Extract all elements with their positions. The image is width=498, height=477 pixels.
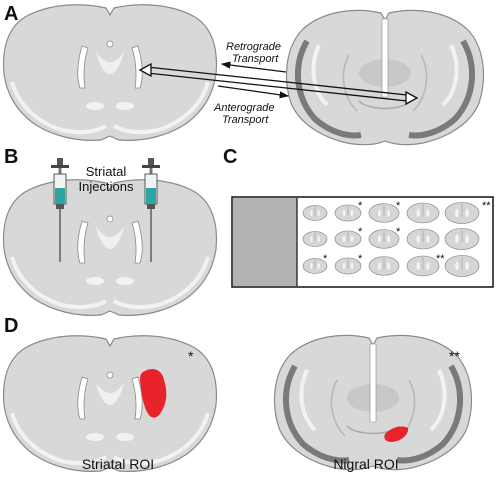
striatal-roi-section <box>1 333 219 474</box>
nigral-roi-section <box>275 335 472 469</box>
slide-label-area <box>233 198 297 286</box>
panel-c-slide: ********** <box>231 196 494 288</box>
panel-label-c: C <box>223 146 237 168</box>
nigra-marker-icon <box>405 90 419 106</box>
nigral-section-a <box>287 10 484 144</box>
slide-star-mark: * <box>358 226 363 238</box>
striatal-section-b <box>1 177 219 318</box>
slide-section <box>444 202 480 224</box>
retrograde-arrow <box>220 61 287 73</box>
slide-section <box>444 255 480 277</box>
striatal-roi-region <box>140 368 167 418</box>
panel-label-d: D <box>4 315 18 337</box>
projection-path <box>138 62 419 106</box>
slide-sections: ********** <box>302 200 491 277</box>
slide-star-mark: * <box>358 200 363 212</box>
slide-section <box>302 205 328 221</box>
slide-section <box>368 229 400 249</box>
slide-star-mark: * <box>396 200 401 212</box>
slide-section <box>406 228 440 250</box>
slide-star-mark: * <box>323 253 328 265</box>
slide-section <box>334 257 362 275</box>
slide-section <box>368 203 400 223</box>
slide-section <box>334 204 362 222</box>
slide-star-mark: * <box>396 226 401 238</box>
slide-star-mark: * <box>358 253 363 265</box>
slide-section <box>302 258 328 274</box>
injection-label-line1: Striatal <box>86 164 127 179</box>
slide-star-mark: ** <box>436 253 445 265</box>
nigral-star-mark: ** <box>449 348 460 364</box>
nigral-roi-region <box>384 426 409 442</box>
panel-label-a: A <box>4 3 18 25</box>
retrograde-label-line1: Retrograde <box>226 41 281 53</box>
striatal-section-a <box>1 2 219 143</box>
striatum-marker-icon <box>138 62 152 78</box>
slide-section <box>368 256 400 276</box>
slide-section <box>406 255 440 277</box>
panel-a: Retrograde Transport Anterograde Transpo… <box>1 2 484 145</box>
injection-label-line2: Injections <box>79 179 134 194</box>
slide-section <box>334 230 362 248</box>
slide-section <box>444 228 480 250</box>
panel-d: * Striatal ROI ** Nigral ROI <box>1 333 472 474</box>
anterograde-label-line1: Anterograde <box>213 102 275 114</box>
anterograde-label-line2: Transport <box>222 114 269 126</box>
panel-label-b: B <box>4 146 18 168</box>
slide-star-mark: ** <box>482 200 491 212</box>
slide-section <box>406 202 440 224</box>
slide-section <box>302 231 328 247</box>
striatal-roi-caption: Striatal ROI <box>82 456 154 472</box>
striatal-star-mark: * <box>188 348 194 364</box>
anterograde-arrow <box>217 85 290 99</box>
panel-b: Striatal Injections <box>1 157 219 318</box>
retrograde-label-line2: Transport <box>232 53 279 65</box>
nigral-roi-caption: Nigral ROI <box>333 456 398 472</box>
